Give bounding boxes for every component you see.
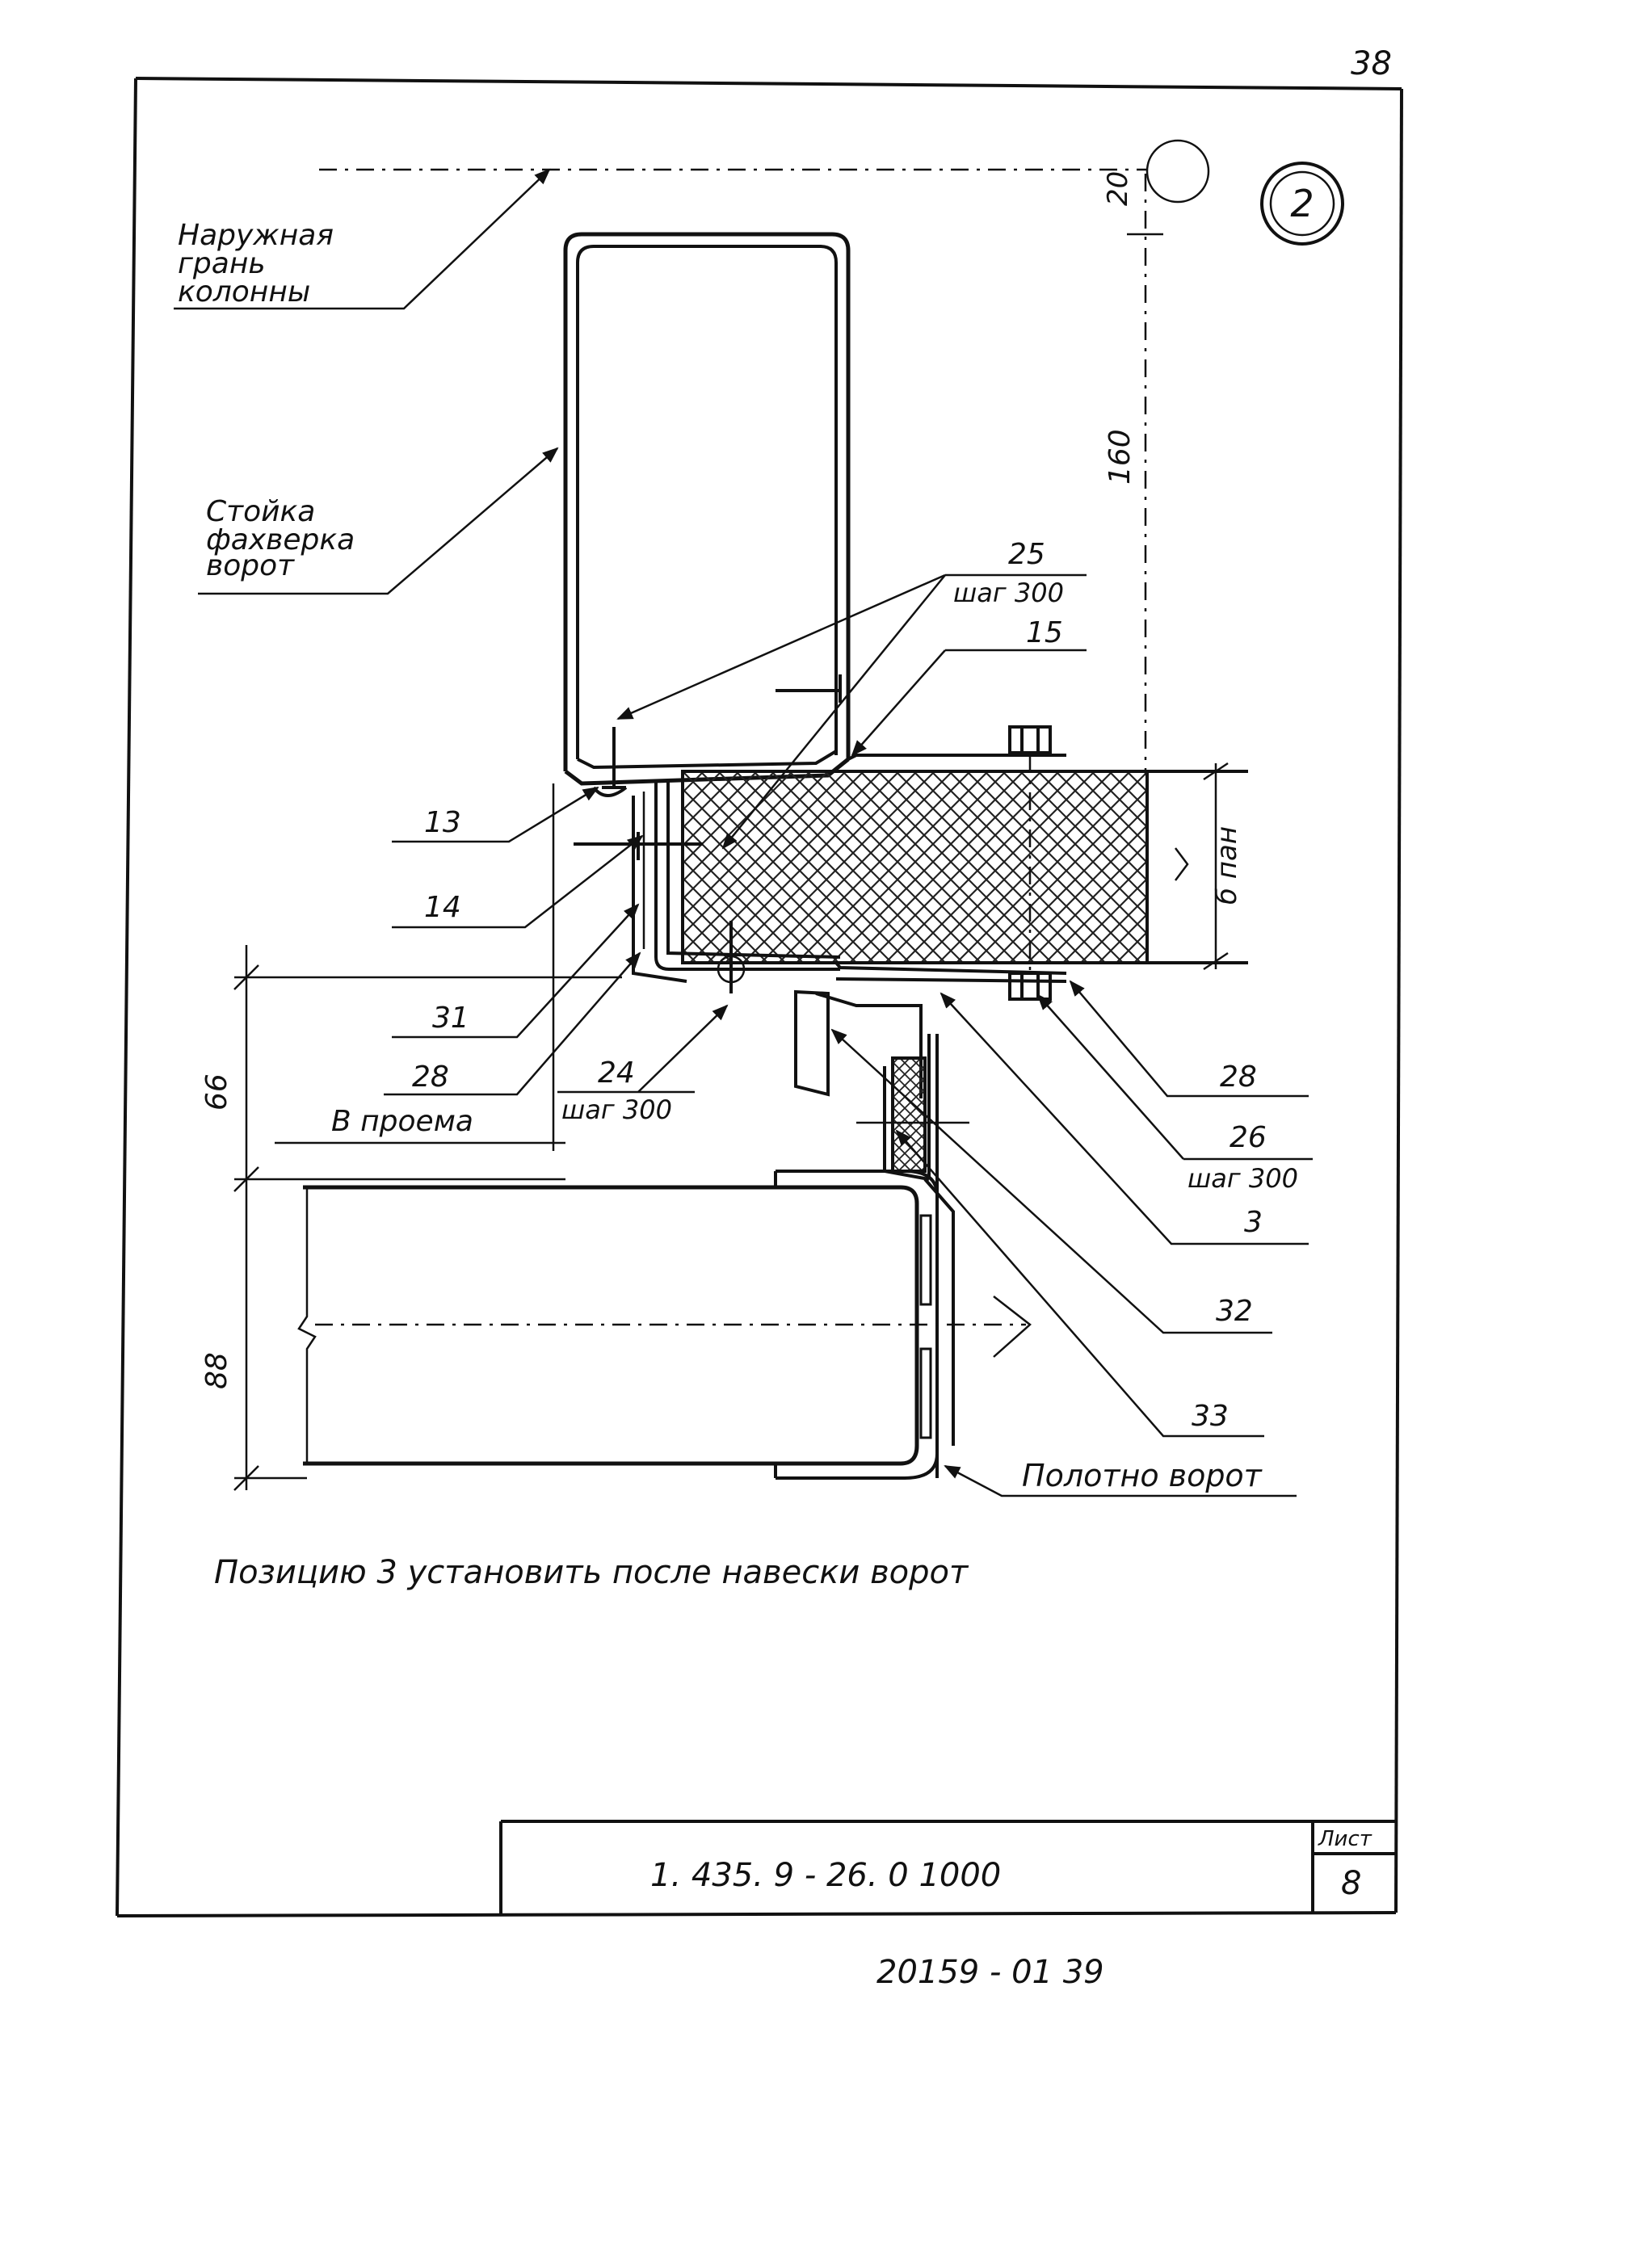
svg-text:28: 28 [412, 1060, 449, 1094]
archive-number: 20159 - 01 39 [876, 1954, 1104, 1991]
svg-text:20: 20 [1102, 171, 1134, 206]
callout-28-right: 28 [1069, 980, 1309, 1098]
svg-text:Стойка: Стойка [206, 495, 315, 528]
callout-32: 32 [830, 1028, 1272, 1334]
callout-13: 13 [392, 786, 599, 843]
document-code: 1. 435. 9 - 26. 0 1000 [650, 1857, 1001, 1894]
svg-text:66: 66 [200, 1073, 233, 1111]
svg-text:160: 160 [1103, 429, 1137, 485]
callout-24: 24 шаг 300 [557, 1004, 729, 1125]
outer-face-label: Наружная грань колонны [174, 168, 551, 310]
svg-text:шаг 300: шаг 300 [561, 1094, 672, 1125]
svg-text:ворот: ворот [206, 549, 295, 582]
svg-text:шаг 300: шаг 300 [1188, 1163, 1298, 1194]
panel-thickness-dimension: б пан [1175, 762, 1243, 971]
door-leaf-label: Полотно ворот [944, 1458, 1297, 1497]
callout-31: 31 [392, 903, 640, 1039]
svg-text:13: 13 [424, 806, 461, 839]
sheet-label: Лист [1318, 1827, 1372, 1851]
svg-text:28: 28 [1220, 1060, 1257, 1094]
svg-text:б пан: б пан [1211, 826, 1243, 905]
drawing-frame [116, 77, 1403, 1917]
sheet-number: 8 [1341, 1865, 1361, 1902]
callout-25: 25 шаг 300 [616, 538, 1087, 850]
svg-text:шаг 300: шаг 300 [953, 578, 1064, 608]
svg-text:24: 24 [598, 1056, 635, 1090]
sandwich-panel [681, 770, 1149, 964]
svg-text:2: 2 [1290, 182, 1314, 225]
left-angle-brackets [632, 779, 1067, 983]
svg-text:грань: грань [178, 247, 266, 280]
svg-text:колонны: колонны [178, 275, 310, 309]
page-number: 38 [1351, 45, 1392, 82]
gate-post [563, 232, 851, 786]
svg-text:88: 88 [200, 1352, 233, 1389]
svg-text:Полотно ворот: Полотно ворот [1022, 1458, 1263, 1493]
screw-25 [602, 674, 842, 789]
through-bolt [1008, 725, 1052, 1001]
svg-text:В проема: В проема [331, 1105, 473, 1138]
post-label: Стойка фахверка ворот [198, 447, 559, 595]
svg-text:фахверка: фахверка [206, 523, 355, 556]
svg-text:26: 26 [1230, 1121, 1267, 1154]
svg-text:15: 15 [1026, 616, 1063, 649]
svg-text:31: 31 [432, 1002, 469, 1035]
dimension-chain-left: 66 88 В проема [200, 783, 622, 1491]
svg-text:33: 33 [1192, 1400, 1229, 1433]
door-leaf-profile [297, 1170, 1032, 1480]
svg-text:14: 14 [424, 891, 461, 924]
callout-26: 26 шаг 300 [1036, 993, 1313, 1194]
callout-14: 14 [392, 834, 644, 929]
svg-text:25: 25 [1008, 538, 1045, 571]
column-axis-circle [1145, 139, 1210, 204]
door-seal-assembly [794, 989, 969, 1478]
callout-33: 33 [895, 1129, 1264, 1438]
screw-24 [717, 921, 746, 993]
dimension-chain-top: 20 160 [1102, 171, 1163, 775]
callout-15: 15 [851, 616, 1087, 757]
flashing-top [847, 754, 1066, 761]
svg-text:Наружная: Наружная [178, 219, 334, 252]
callout-3: 3 [940, 992, 1309, 1245]
installation-note: Позицию 3 установить после навески ворот [214, 1554, 969, 1591]
title-block: 1. 435. 9 - 26. 0 1000 Лист 8 [499, 1820, 1398, 1914]
section-mark: 2 [1260, 162, 1344, 246]
callout-28-left: 28 [384, 951, 641, 1096]
svg-text:32: 32 [1216, 1295, 1253, 1328]
svg-text:3: 3 [1244, 1206, 1263, 1239]
